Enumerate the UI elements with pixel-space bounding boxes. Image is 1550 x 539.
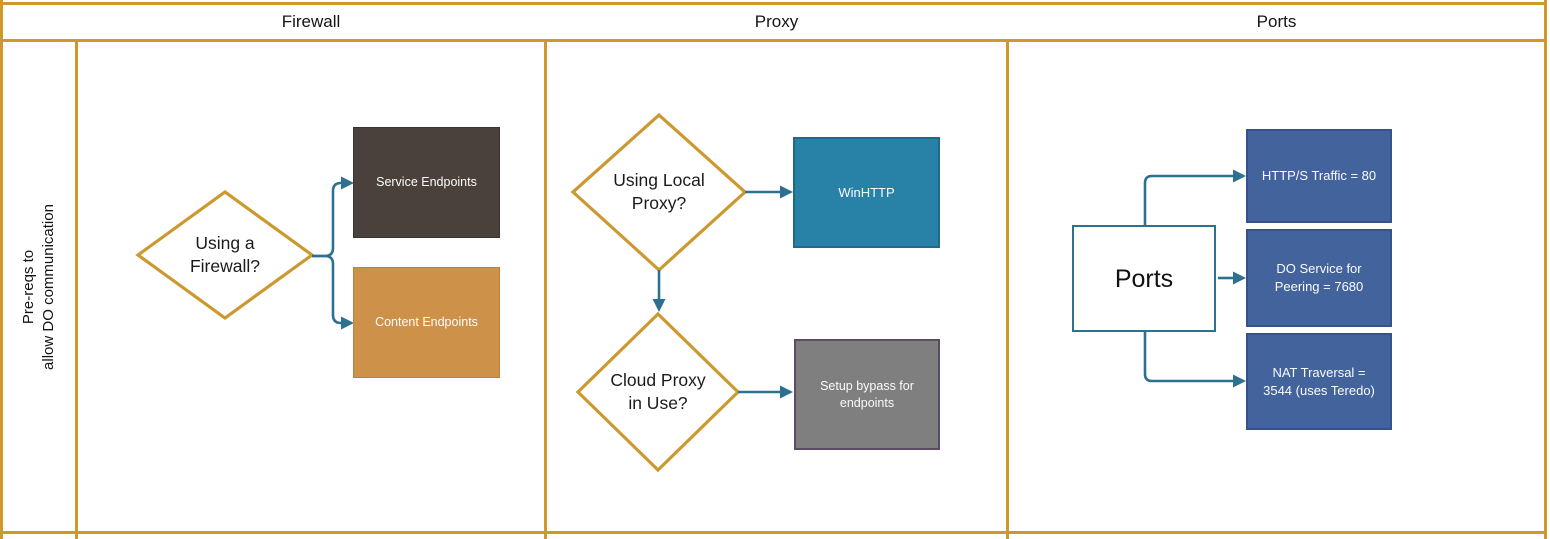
lane-divider-proxy-ports: [1006, 42, 1009, 539]
service-endpoints-label: Service Endpoints: [376, 175, 477, 189]
cloud-proxy-decision-label: Cloud Proxy in Use?: [568, 362, 748, 422]
nat-traversal-box: NAT Traversal = 3544 (uses Teredo): [1246, 333, 1392, 430]
sidebar-column-divider: [75, 42, 78, 539]
cloud-proxy-line2: in Use?: [628, 393, 688, 413]
local-proxy-line2: Proxy?: [631, 193, 687, 213]
ports-source-box: Ports: [1072, 225, 1216, 332]
setup-bypass-box: Setup bypass for endpoints: [794, 339, 940, 450]
connector-firewall-to-service: [312, 181, 342, 258]
content-endpoints-label: Content Endpoints: [375, 315, 478, 329]
nat-traversal-line2: 3544 (uses Teredo): [1263, 382, 1375, 398]
http-traffic-box: HTTP/S Traffic = 80: [1246, 129, 1392, 223]
local-proxy-line1: Using Local: [613, 170, 705, 190]
ports-source-label: Ports: [1114, 264, 1174, 293]
header-row-divider: [0, 39, 1547, 42]
connector-ports-to-nat: [1143, 332, 1233, 383]
cloud-proxy-line1: Cloud Proxy: [610, 370, 706, 390]
local-proxy-decision-label: Using Local Proxy?: [569, 162, 749, 222]
arrowhead-do-service: [1233, 271, 1246, 285]
arrowhead-content-endpoints: [341, 316, 354, 330]
winhttp-label: WinHTTP: [838, 185, 895, 200]
nat-traversal-line1: NAT Traversal =: [1272, 364, 1366, 380]
arrowhead-bypass: [780, 385, 793, 399]
arrowhead-nat-traversal: [1233, 374, 1246, 388]
lane-header-firewall: Firewall: [281, 12, 341, 31]
connector-firewall-to-content: [312, 254, 342, 325]
setup-bypass-line2: endpoints: [839, 395, 895, 410]
firewall-decision-line1: Using a: [195, 233, 255, 253]
arrowhead-winhttp: [780, 185, 793, 199]
firewall-decision-label: Using a Firewall?: [135, 225, 315, 285]
table-border-right: [1544, 0, 1547, 539]
do-service-peering-box: DO Service for Peering = 7680: [1246, 229, 1392, 327]
table-border-left: [0, 0, 3, 539]
arrowhead-http-traffic: [1233, 169, 1246, 183]
firewall-decision-line2: Firewall?: [189, 256, 261, 276]
service-endpoints-box: Service Endpoints: [353, 127, 500, 238]
lane-divider-firewall-proxy: [544, 42, 547, 539]
lane-header-proxy: Proxy: [754, 12, 799, 31]
connector-ports-to-http: [1143, 174, 1233, 225]
content-endpoints-box: Content Endpoints: [353, 267, 500, 378]
http-traffic-line1: HTTP/S Traffic = 80: [1261, 168, 1377, 183]
do-service-line2: Peering = 7680: [1274, 279, 1364, 294]
winhttp-box: WinHTTP: [793, 137, 940, 248]
arrowhead-service-endpoints: [341, 176, 354, 190]
lane-header-ports: Ports: [1256, 12, 1297, 31]
table-border-top: [3, 2, 1544, 5]
setup-bypass-line1: Setup bypass for: [820, 378, 914, 393]
arrowhead-cloud-decision: [652, 299, 666, 312]
do-service-line1: DO Service for: [1276, 261, 1362, 276]
bottom-row-divider: [0, 531, 1547, 534]
